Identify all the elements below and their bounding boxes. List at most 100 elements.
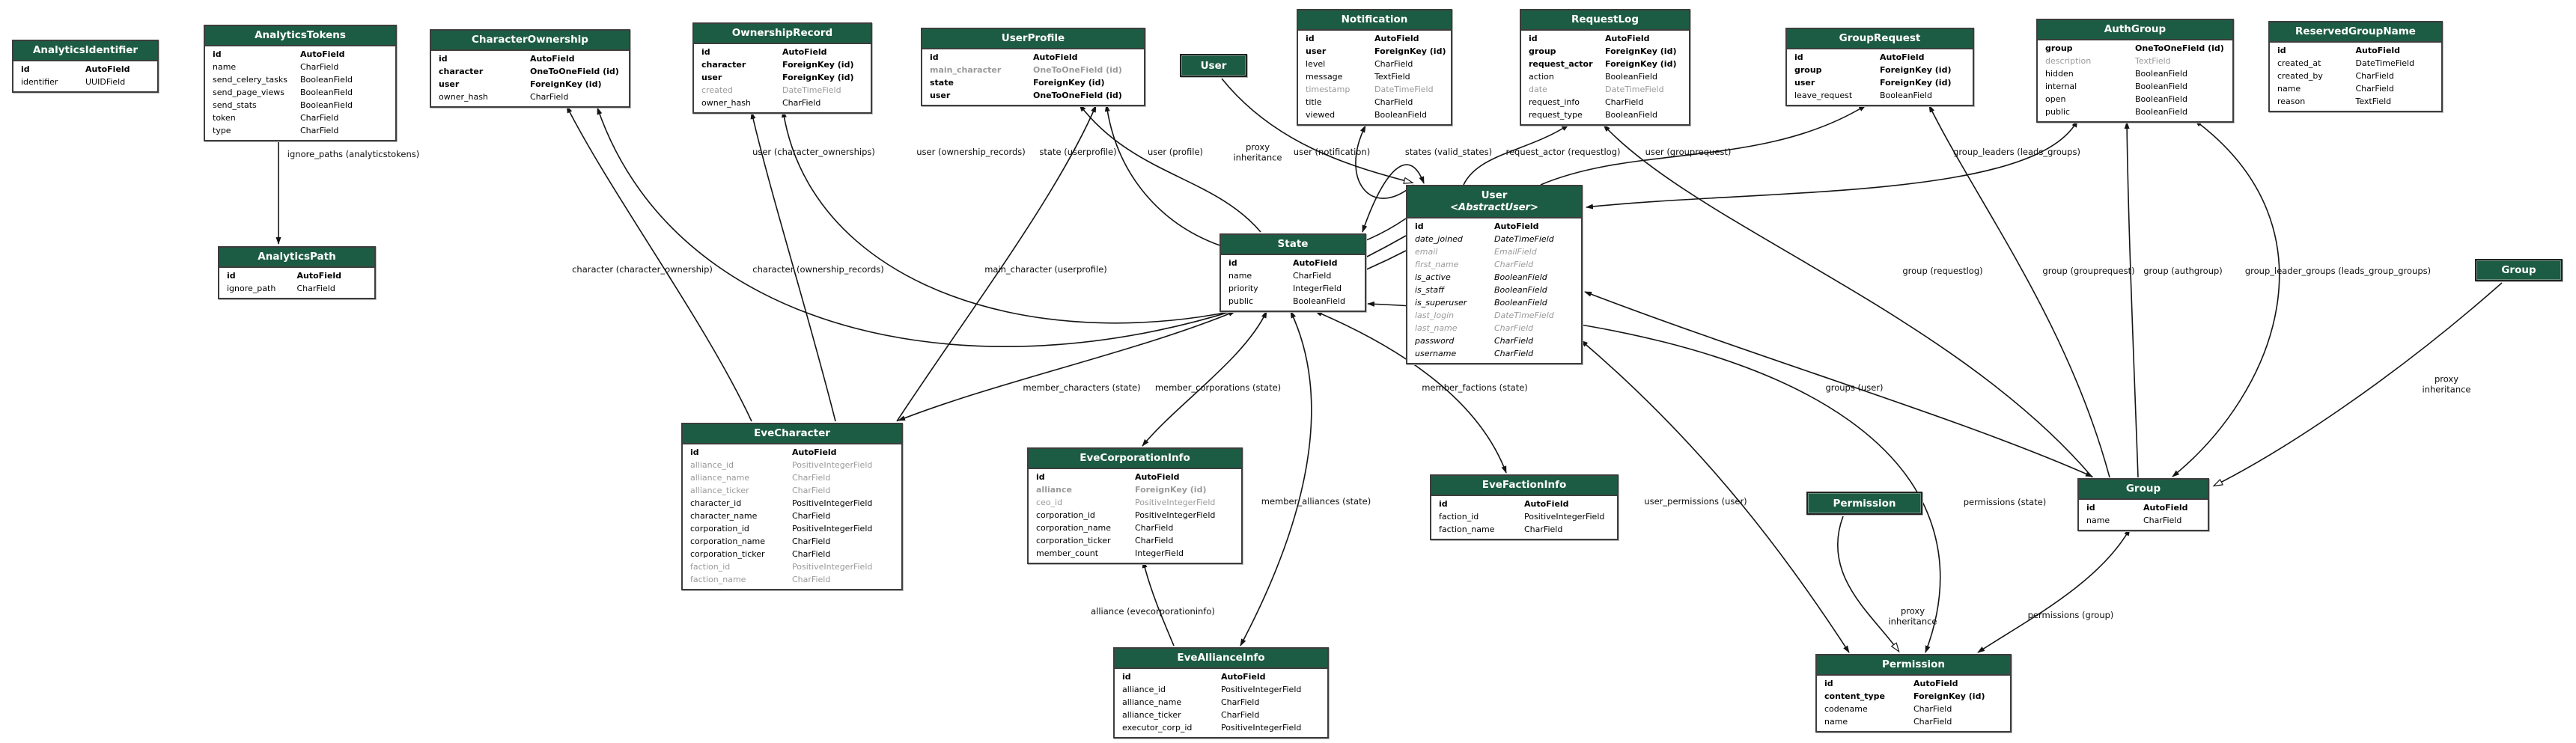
field-name: corporation_id [690, 523, 749, 533]
field-name: last_name [1415, 323, 1458, 334]
model-title: UserProfile [922, 29, 1144, 49]
field-name: id [2086, 502, 2095, 513]
field-type: DateTimeField [1605, 84, 1664, 94]
field-type: BooleanField [300, 100, 353, 110]
field-type: ForeignKey (id) [1913, 691, 1985, 701]
field-type: BooleanField [1293, 296, 1345, 306]
field-type: IntegerField [1135, 548, 1184, 558]
field-type: ForeignKey (id) [1033, 77, 1105, 88]
field-type: ForeignKey (id) [1880, 64, 1952, 75]
field-type: BooleanField [1374, 109, 1427, 120]
edge-label-fk-8: group (requestlog) [1902, 265, 1983, 276]
field-type: BooleanField [1494, 298, 1547, 308]
model-title: Group [2079, 480, 2208, 500]
model-title-text: Notification [1341, 13, 1408, 25]
edge-label-fk-9: group (grouprequest) [2042, 265, 2135, 276]
model-title-text: EveCharacter [754, 427, 830, 439]
field-name: internal [2045, 81, 2077, 91]
field-name: alliance_name [1122, 697, 1182, 707]
model-title-text: EveFactionInfo [1482, 479, 1567, 491]
field-type: ForeignKey (id) [1135, 484, 1207, 495]
edge-label-m2m-16: group_leader_groups (leads_group_groups) [2244, 265, 2432, 276]
field-type: DateTimeField [1494, 311, 1554, 321]
field-name: corporation_id [1036, 510, 1095, 520]
edge-label-proxy-28: proxy inheritance [2422, 373, 2471, 395]
field-name: id [1824, 678, 1833, 688]
field-name: alliance_name [690, 472, 750, 483]
field-type: CharField [300, 61, 339, 72]
field-type: AutoField [2143, 502, 2188, 513]
edge-label-fk-12: character (ownership_records) [752, 263, 884, 275]
field-type: AutoField [1524, 498, 1569, 509]
field-type: AutoField [300, 49, 345, 59]
field-type: PositiveIntegerField [792, 498, 873, 508]
edge-label-fk-7: user (grouprequest) [1645, 146, 1732, 157]
edge-label-m2m-18: member_corporations (state) [1154, 382, 1282, 393]
field-name: hidden [2045, 68, 2074, 79]
edge-state-evecorporationinfo [1142, 311, 1267, 447]
field-type: AutoField [85, 64, 130, 74]
model-subtitle: <AbstractUser> [1450, 201, 1538, 213]
field-type: TextField [2135, 55, 2171, 66]
field-name: member_count [1036, 548, 1099, 558]
edge-label-fk-13: main_character (userprofile) [984, 263, 1107, 275]
model-title-text: GroupRequest [1839, 32, 1921, 44]
field-type: CharField [1135, 522, 1174, 533]
field-type: BooleanField [300, 87, 353, 97]
field-name: title [1306, 97, 1322, 107]
field-name: first_name [1415, 260, 1459, 270]
field-type: CharField [2355, 83, 2394, 94]
field-name: faction_id [1439, 511, 1479, 522]
field-id: id AutoField [1431, 498, 1617, 510]
field-type: PositiveIntegerField [792, 523, 873, 533]
field-name: alliance_id [1122, 684, 1166, 694]
field-type: BooleanField [1494, 272, 1547, 283]
field-name: public [2045, 106, 2071, 117]
field-name: id [1122, 671, 1131, 682]
field-type: BooleanField [1605, 71, 1657, 82]
field-name: id [1439, 498, 1448, 509]
model-title-text: ReservedGroupName [2295, 25, 2416, 37]
field-name: is_staff [1415, 285, 1445, 296]
edge-group_table-permission_table [1977, 528, 2131, 653]
field-type: TextField [2355, 96, 2392, 106]
edge-group_table-authgroup [2124, 121, 2139, 478]
model-title: EveAllianceInfo [1115, 649, 1327, 669]
field-type: BooleanField [2135, 106, 2187, 117]
field-name: id [1306, 33, 1315, 43]
field-type: CharField [792, 472, 831, 483]
field-name: content_type [1824, 691, 1885, 701]
